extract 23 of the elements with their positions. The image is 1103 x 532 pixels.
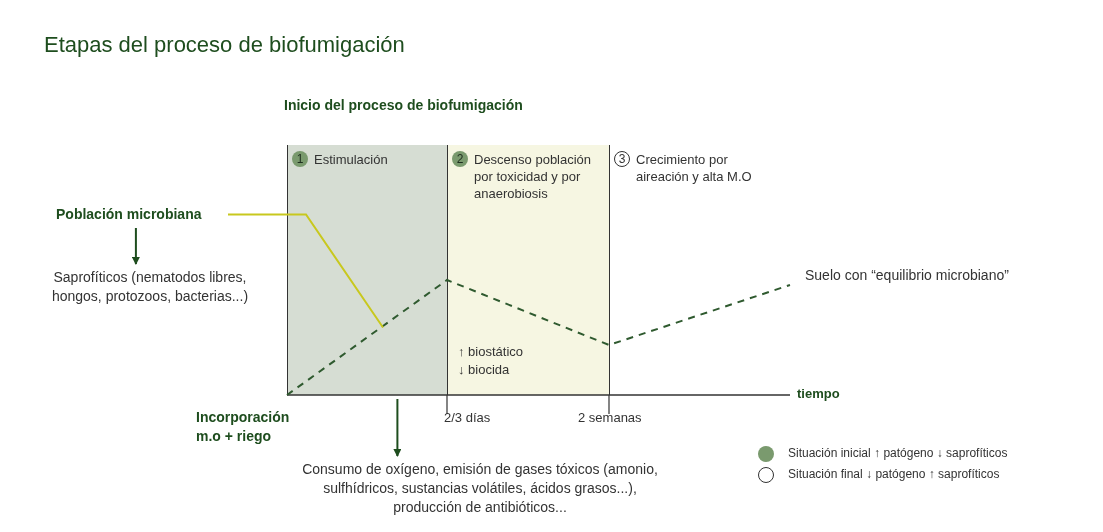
step-number: 1 (292, 151, 308, 167)
tick-label: 2/3 días (444, 410, 491, 425)
saprophyte-note: Saprofíticos (nematodos libres, hongos, protozoos, bacterias...) (30, 268, 270, 306)
phase-heading: Inicio del proceso de biofumigación (284, 97, 523, 113)
population-heading: Población microbiana (56, 205, 226, 224)
arrow (393, 398, 402, 457)
effects-note: Consumo de oxígeno, emisión de gases tóxicos (amonio, sulfhídricos, sustancias volátiles, ácidos grasos...), producción de antibióticos... (300, 460, 660, 517)
tick-label: 2 semanas (578, 410, 642, 425)
stage-band (287, 145, 447, 395)
axis-label: tiempo (797, 386, 840, 401)
stage-band (447, 145, 609, 395)
final-state-label: Suelo con “equilibrio microbiano” (805, 266, 1065, 285)
stage-label: Descenso población por toxicidad y por anaerobiosis (474, 151, 593, 202)
effect-label: ↓ biocida (458, 362, 510, 377)
diagram-title: Etapas del proceso de biofumigación (44, 32, 405, 58)
legend-text: Situación inicial ↑ patógeno ↓ saprofíticos (788, 446, 1008, 460)
effect-label: ↑ biostático (458, 344, 524, 359)
stage-label: Crecimiento por aireación y alta M.O (636, 151, 753, 185)
legend-text: Situación final ↓ patógeno ↑ saprofíticos (788, 467, 1000, 481)
step-number: 2 (452, 151, 468, 167)
stage-label: Estimulación (314, 151, 389, 168)
incorporation-label: Incorporación m.o + riego (196, 408, 316, 446)
arrow (131, 227, 140, 265)
